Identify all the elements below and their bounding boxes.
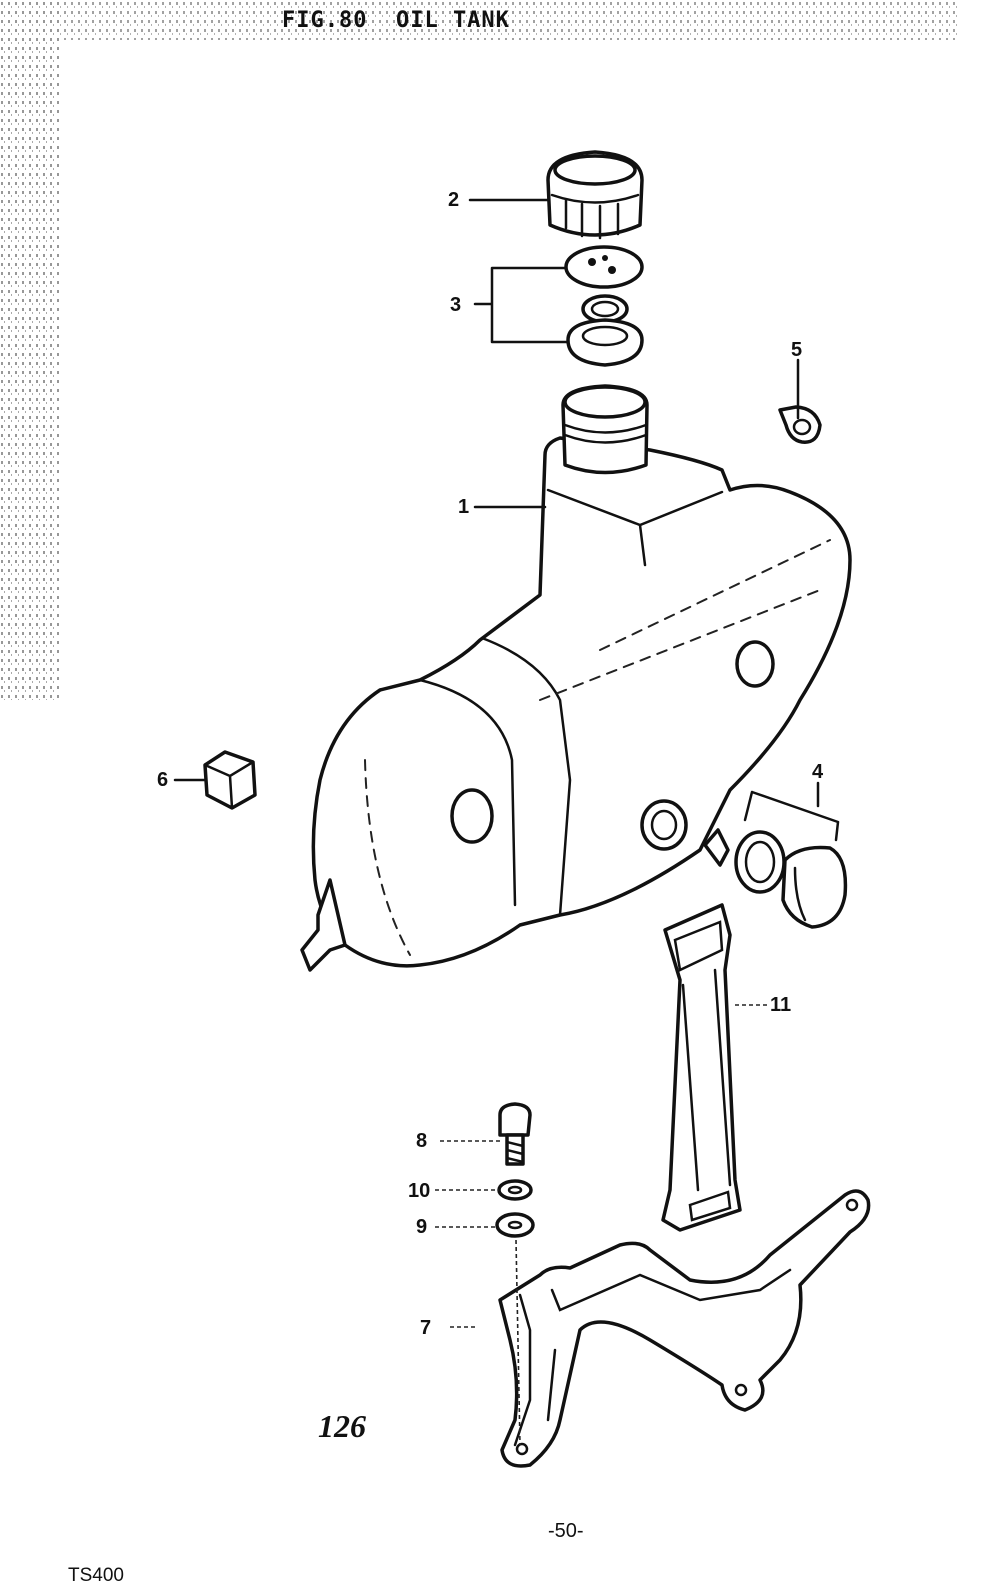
leader-lines <box>173 198 840 1446</box>
callout-7: 7 <box>420 1317 432 1339</box>
part-10-lock-washer <box>497 1179 533 1201</box>
page-number: -50- <box>548 1520 584 1542</box>
plate-number: 126 <box>318 1408 366 1444</box>
model-code: TS400 <box>68 1565 124 1586</box>
part-8-bolt <box>498 1102 532 1166</box>
part-11-strap <box>661 903 742 1232</box>
part-7-bracket <box>498 1189 871 1468</box>
callout-8: 8 <box>416 1130 428 1152</box>
part-3-gasket-set <box>564 245 644 367</box>
callout-6: 6 <box>157 769 169 791</box>
part-6-cushion <box>203 750 257 810</box>
callout-1: 1 <box>458 496 470 518</box>
part-4-drain-plug <box>734 830 848 929</box>
callout-3: 3 <box>450 294 462 316</box>
part-5-grommet <box>778 405 822 444</box>
part-1-oil-tank <box>300 384 852 972</box>
part-2-oil-cap <box>546 150 644 240</box>
part-9-washer <box>495 1212 535 1238</box>
callout-10: 10 <box>408 1180 431 1202</box>
callout-4: 4 <box>812 761 824 783</box>
callout-5: 5 <box>791 339 803 361</box>
callout-9: 9 <box>416 1216 428 1238</box>
callout-11: 11 <box>770 994 792 1016</box>
figure-title: FIG.80 OIL TANK <box>282 8 510 33</box>
callout-2: 2 <box>448 189 460 211</box>
